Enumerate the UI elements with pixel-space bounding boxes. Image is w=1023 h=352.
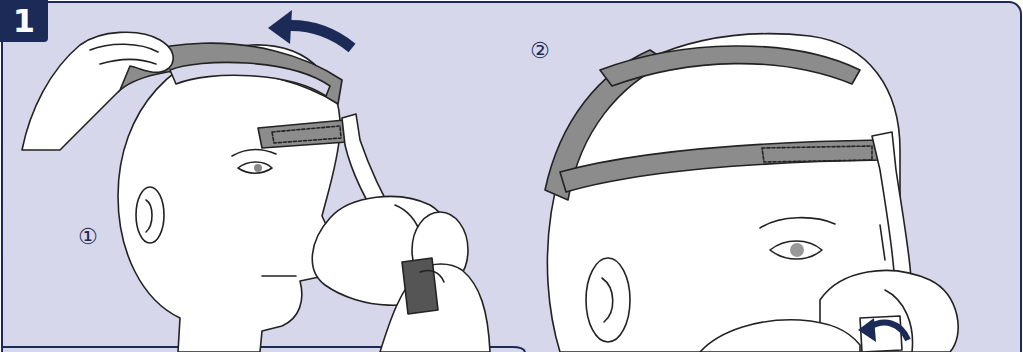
step-number: 1 [13, 5, 35, 37]
step-number-box: 1 [0, 0, 48, 42]
callout-number: ② [530, 40, 550, 62]
callout-number: ① [78, 226, 98, 248]
